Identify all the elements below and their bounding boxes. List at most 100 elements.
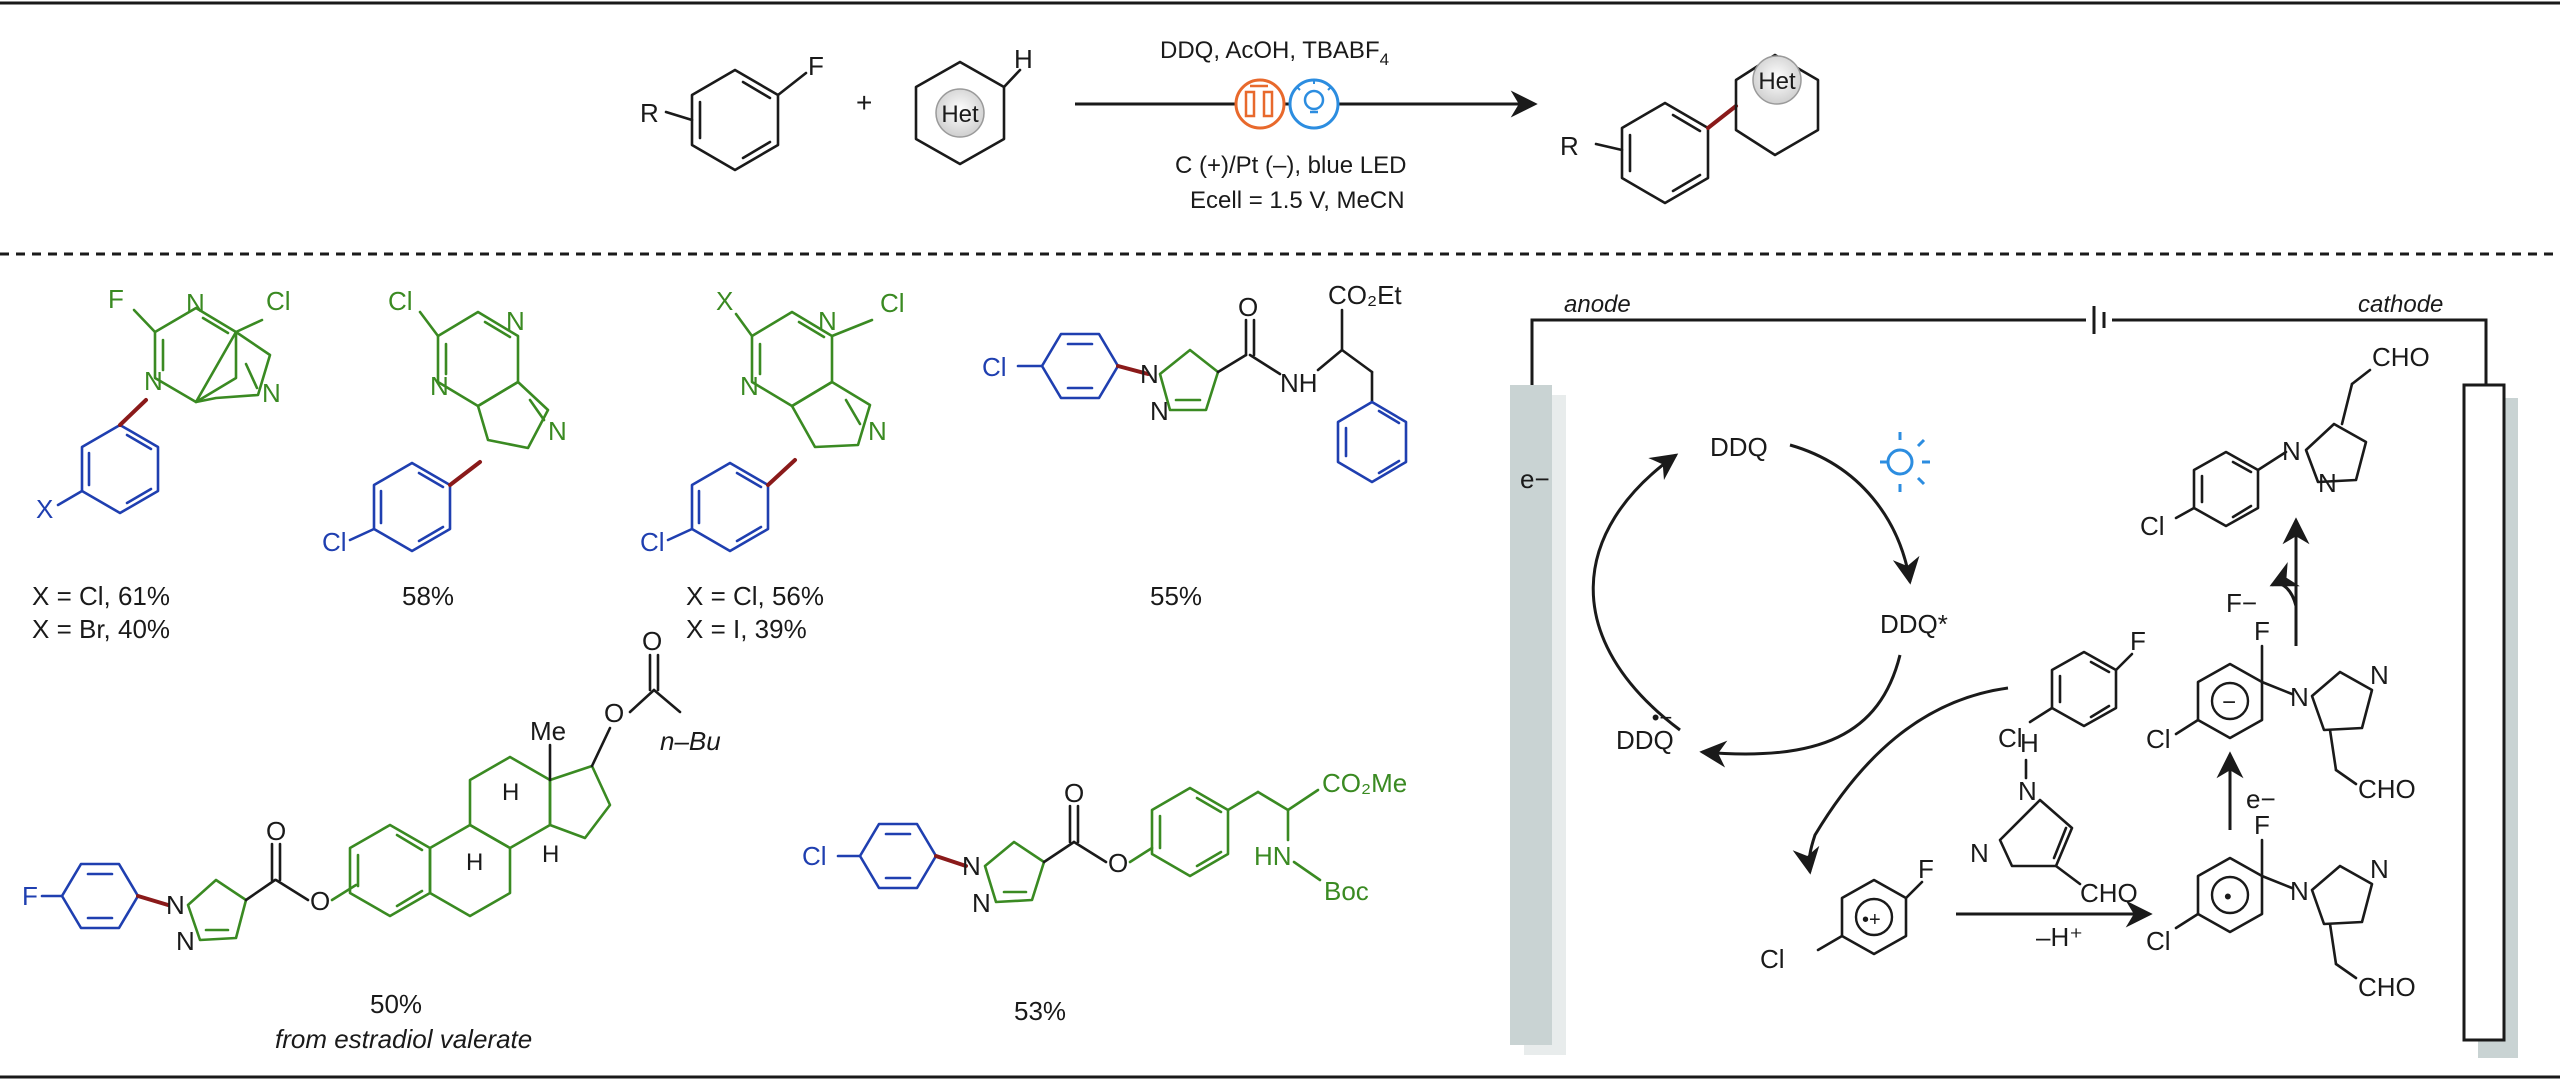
p5-valerate-o: O bbox=[642, 626, 662, 656]
p5-n2: N bbox=[176, 926, 195, 956]
cycle-arc-left bbox=[1591, 453, 1681, 732]
pyrazole-n1: N bbox=[2018, 776, 2037, 806]
p2-n7: N bbox=[548, 416, 567, 446]
p6-ester-o: O bbox=[1108, 848, 1128, 878]
product-6-yield: 53% bbox=[1014, 996, 1066, 1026]
circuit-wire-right bbox=[2112, 318, 2488, 385]
mech-substrate-f: F bbox=[2130, 626, 2146, 656]
cycle-arc-bottom bbox=[1699, 654, 1902, 768]
het-label: Het bbox=[941, 101, 979, 128]
p1-n7: N bbox=[262, 378, 281, 408]
conditions-reagents: DDQ, AcOH, TBABF4 bbox=[1160, 37, 1389, 69]
p1-n1: N bbox=[186, 288, 205, 318]
p1-n3: N bbox=[144, 366, 163, 396]
conditions-voltage-solvent: Ecell = 1.5 V, MeCN bbox=[1190, 187, 1405, 214]
p3-n3: N bbox=[740, 371, 759, 401]
anion-adduct-n1: N bbox=[2290, 682, 2309, 712]
product-2-yield: 58% bbox=[402, 581, 454, 611]
fluoride-leaving-arrow bbox=[2269, 562, 2300, 607]
radical-adduct-n1: N bbox=[2290, 876, 2309, 906]
electron-cathode: e− bbox=[2246, 784, 2276, 814]
p5-oxy-o: O bbox=[604, 698, 624, 728]
product-4-pyrazole-amide: Cl N N O NH CO₂Et bbox=[982, 280, 1408, 484]
anion-adduct-cho: CHO bbox=[2358, 774, 2416, 804]
radical-adduct-mark: • bbox=[2224, 884, 2232, 909]
product-3-label-cl: X = Cl, 56% bbox=[686, 581, 824, 611]
p2-chlorine-aryl: Cl bbox=[322, 527, 347, 557]
product-1-label-br: X = Br, 40% bbox=[32, 614, 170, 644]
heteroarene-substrate: Het H bbox=[914, 44, 1033, 166]
cycle-arc-top bbox=[1789, 443, 1920, 585]
p5-nbutyl: n–Bu bbox=[660, 726, 721, 756]
p5-h-9: H bbox=[466, 849, 483, 876]
product-5-source: from estradiol valerate bbox=[275, 1024, 532, 1054]
substituent-r-label: R bbox=[640, 98, 659, 128]
mech-substrate-cl: Cl bbox=[1998, 723, 2023, 753]
p5-methyl: Me bbox=[530, 716, 566, 746]
mech-substrate: F Cl bbox=[1998, 626, 2146, 753]
product-1-x-substituent: X bbox=[36, 494, 53, 524]
radical-cation-cl: Cl bbox=[1760, 944, 1785, 974]
fluorine-label: F bbox=[808, 51, 824, 81]
p5-h-14: H bbox=[542, 841, 559, 868]
product-substituent-r: R bbox=[1560, 131, 1579, 161]
anion-adduct-mark: − bbox=[2222, 689, 2236, 716]
product-het-label: Het bbox=[1758, 68, 1796, 95]
radical-adduct-cho: CHO bbox=[2358, 972, 2416, 1002]
p4-nh: NH bbox=[1280, 368, 1318, 398]
p5-n1: N bbox=[166, 890, 185, 920]
cathode-electrode bbox=[2462, 383, 2506, 1042]
product-1-purine-aryl: X N N N N F Cl bbox=[36, 284, 291, 524]
anion-adduct-n2: N bbox=[2370, 660, 2389, 690]
p6-carbonyl-o: O bbox=[1064, 778, 1084, 808]
pyrazole-n2: N bbox=[1970, 838, 1989, 868]
p5-ester-o: O bbox=[310, 886, 330, 916]
blue-led-bulb-icon bbox=[1880, 432, 1930, 492]
proton-loss: –H⁺ bbox=[2036, 922, 2083, 952]
p6-n1: N bbox=[962, 851, 981, 881]
final-product-n2-label: N bbox=[2318, 468, 2337, 498]
p2-n1: N bbox=[506, 306, 525, 336]
product-4-yield: 55% bbox=[1150, 581, 1202, 611]
electron-anode: e− bbox=[1520, 464, 1550, 494]
product-1-label-cl: X = Cl, 61% bbox=[32, 581, 170, 611]
mech-pyrazole-aldehyde: H N N CHO bbox=[1970, 728, 2138, 908]
p6-chlorine: Cl bbox=[802, 841, 827, 871]
fluoride-ion: F− bbox=[2226, 588, 2257, 618]
final-product-n1: N bbox=[2282, 436, 2301, 466]
p3-chlorine-aryl: Cl bbox=[640, 527, 665, 557]
anode-electrode bbox=[1510, 385, 1552, 1045]
pyrazole-h: H bbox=[2020, 728, 2039, 758]
ddq-radical-anion: DDQ•− bbox=[1616, 705, 1674, 755]
ddq-ground: DDQ bbox=[1710, 432, 1768, 462]
p2-chlorine: Cl bbox=[388, 286, 413, 316]
p6-boc: Boc bbox=[1324, 876, 1369, 906]
conditions-reagents-subscript: 4 bbox=[1380, 50, 1389, 69]
product-6-tyrosine-ester: Cl N N O O CO₂Me HN Boc bbox=[802, 768, 1407, 918]
p6-amine: HN bbox=[1254, 841, 1292, 871]
radical-cation-f: F bbox=[1918, 854, 1934, 884]
p5-h-8: H bbox=[502, 779, 519, 806]
cathode-label: cathode bbox=[2358, 291, 2443, 318]
pyrazole-cho: CHO bbox=[2080, 878, 2138, 908]
ddq-excited: DDQ* bbox=[1880, 609, 1948, 639]
p3-chlorine: Cl bbox=[880, 288, 905, 318]
mech-final-product: Cl N N N CHO bbox=[2140, 342, 2430, 541]
anion-adduct-cl: Cl bbox=[2146, 724, 2171, 754]
final-product-cho: CHO bbox=[2372, 342, 2430, 372]
anode-label: anode bbox=[1564, 291, 1631, 318]
product-5-yield: 50% bbox=[370, 989, 422, 1019]
substrate-entry-arrow bbox=[1792, 686, 2009, 875]
p3-x-substituent: X bbox=[716, 286, 733, 316]
het-sphere bbox=[935, 88, 985, 138]
p1-fluorine: F bbox=[108, 284, 124, 314]
p4-n1: N bbox=[1140, 359, 1159, 389]
p5-fluorine: F bbox=[22, 881, 38, 911]
substrate-aryl-fluoride: R F bbox=[640, 51, 824, 172]
p6-n2: N bbox=[972, 888, 991, 918]
conditions-electrodes-light: C (+)/Pt (–), blue LED bbox=[1175, 152, 1406, 179]
ddq-radical-anion-mark: •− bbox=[1652, 705, 1673, 730]
p3-n7: N bbox=[868, 416, 887, 446]
p6-methyl-ester: CO₂Me bbox=[1322, 768, 1407, 798]
